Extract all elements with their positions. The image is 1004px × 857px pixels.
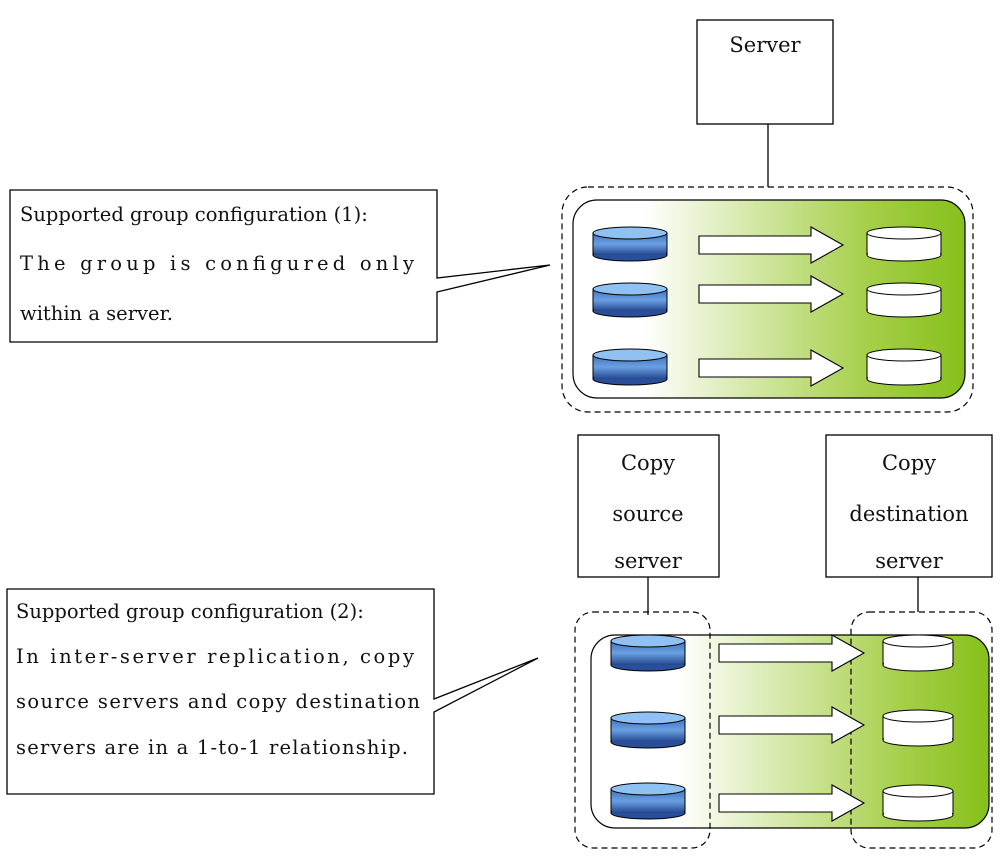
destination-server-label: server <box>875 549 944 573</box>
source-disk <box>610 634 686 672</box>
callout-box <box>9 189 551 343</box>
callout-box <box>6 588 539 795</box>
destination-disk <box>882 709 954 747</box>
source-server-label: Copy <box>621 451 675 475</box>
source-disk <box>592 282 668 318</box>
destination-server-label: Copy <box>882 451 936 475</box>
copy-arrow <box>718 784 866 822</box>
source-server-label: server <box>614 549 683 573</box>
copy-arrow <box>718 706 866 744</box>
callout-line: source servers and copy destination <box>16 690 420 713</box>
source-boundary-dashed <box>574 611 711 849</box>
source-disk <box>610 711 686 749</box>
source-disk <box>592 226 668 262</box>
destination-disk <box>882 634 954 672</box>
source-disk <box>610 782 686 820</box>
top-section: Server <box>9 19 974 413</box>
copy-arrow <box>698 275 845 313</box>
copy-arrow <box>698 349 845 387</box>
destination-server-label: destination <box>849 502 968 526</box>
destination-server-box <box>825 434 993 578</box>
destination-disk <box>866 282 942 318</box>
callout-line: within a server. <box>20 302 173 325</box>
source-server-label: source <box>612 502 683 526</box>
copy-arrow <box>698 226 845 264</box>
callout-line: Supported group configuration (2): <box>16 600 364 623</box>
copy-arrow <box>718 634 866 672</box>
destination-disk <box>866 226 942 262</box>
source-disk <box>592 348 668 386</box>
server-label: Server <box>729 33 801 57</box>
callout-line: Supported group configuration (1): <box>20 203 368 226</box>
bottom-section: Copy source server Copy destination serv… <box>6 434 993 849</box>
destination-disk <box>866 348 942 386</box>
callout-line: In inter-server replication, copy <box>16 645 414 668</box>
destination-disk <box>882 784 954 822</box>
server-box <box>696 19 834 125</box>
group-boundary-dashed <box>561 186 974 413</box>
source-server-box <box>577 434 720 578</box>
callout-line: servers are in a 1-to-1 relationship. <box>16 736 408 759</box>
